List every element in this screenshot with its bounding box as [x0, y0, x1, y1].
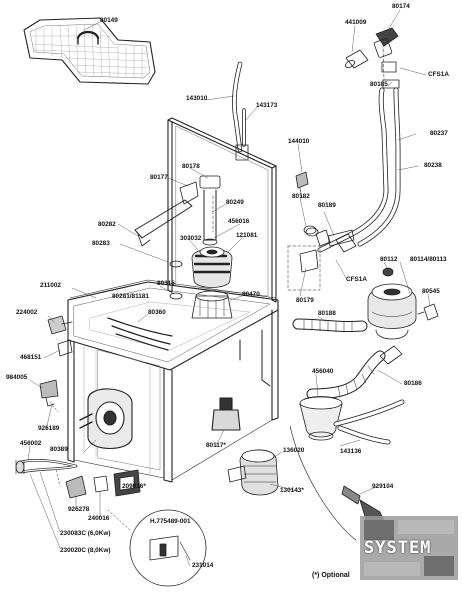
part-label-80316: 80316	[157, 280, 175, 287]
part-label-80360: 80360	[148, 309, 166, 316]
drain-fittings-top	[305, 27, 401, 253]
part-label-cfs1a-top: CFS1A	[428, 71, 449, 78]
part-label-230083c: 230083C (6,0Kw)	[60, 530, 111, 537]
part-label-80283: 80283	[92, 240, 110, 247]
part-label-80117: 80117*	[206, 442, 226, 449]
part-label-984005: 984005	[6, 374, 28, 381]
part-label-143136: 143136	[340, 448, 362, 455]
door-frame	[167, 117, 277, 303]
part-label-468151: 468151	[20, 354, 42, 361]
part-label-143173: 143173	[256, 102, 278, 109]
drain-hoses	[292, 318, 405, 445]
part-label-240016: 240016	[88, 515, 110, 522]
part-label-211002: 211002	[40, 282, 61, 289]
part-label-cfs1a-mid: CFS1A	[346, 276, 367, 283]
part-label-80112: 80112	[380, 256, 398, 263]
part-label-80178: 80178	[182, 163, 200, 170]
wash-pump-head	[169, 246, 233, 319]
part-label-224002: 224002	[16, 309, 38, 316]
part-label-80174: 80174	[392, 3, 410, 10]
part-label-136020: 136020	[283, 447, 305, 454]
part-label-80281: 80281/81181	[112, 293, 149, 300]
part-label-303032: 303032	[180, 235, 202, 242]
top-hose	[232, 61, 249, 161]
system-logo-watermark	[360, 516, 458, 580]
part-label-144010: 144010	[288, 138, 310, 145]
part-label-209016: 209016*	[122, 483, 146, 490]
part-label-80282: 80282	[98, 221, 116, 228]
part-label-926278: 926278	[68, 506, 90, 513]
part-label-80185: 80185	[370, 81, 388, 88]
part-label-230020c: 230020C (8,0Kw)	[60, 547, 111, 554]
part-label-929104: 929104	[372, 483, 394, 490]
machine-body	[67, 279, 279, 483]
part-label-80238: 80238	[424, 162, 442, 169]
circulation-motor	[227, 449, 279, 496]
part-label-80177: 80177	[150, 174, 168, 181]
part-label-h775489: H.775489-001	[150, 518, 191, 525]
part-label-80249: 80249	[226, 199, 244, 206]
part-label-80188: 80188	[318, 310, 336, 317]
part-label-130143: 130143*	[280, 487, 304, 494]
part-label-456040: 456040	[312, 368, 334, 375]
part-label-231014: 231014	[192, 562, 214, 569]
part-label-143010: 143010	[186, 95, 208, 102]
part-label-80149: 80149	[100, 17, 118, 24]
part-label-80389: 80389	[50, 446, 68, 453]
part-label-80179: 80179	[296, 297, 314, 304]
leader-lines	[27, 9, 431, 567]
part-label-441009: 441009	[345, 19, 367, 26]
part-label-80545: 80545	[422, 288, 440, 295]
drain-pump	[367, 267, 439, 340]
wash-arm	[134, 175, 221, 247]
part-label-80189: 80189	[318, 202, 336, 209]
part-label-80237: 80237	[430, 130, 448, 137]
mid-right-fittings	[287, 171, 355, 291]
filter-basket	[23, 17, 156, 85]
part-label-926189: 926189	[38, 425, 60, 432]
part-label-80186: 80186	[404, 380, 422, 387]
logo-text: SYSTEM	[364, 538, 432, 558]
part-label-80114: 80114/80113	[410, 256, 447, 263]
part-label-456016: 456016	[228, 218, 250, 225]
optional-footnote: (*) Optional	[312, 572, 350, 579]
part-label-80470: 80470	[242, 291, 260, 298]
part-label-456002: 456002	[20, 440, 42, 447]
part-label-121081: 121081	[236, 232, 258, 239]
part-label-80182: 80182	[292, 193, 310, 200]
